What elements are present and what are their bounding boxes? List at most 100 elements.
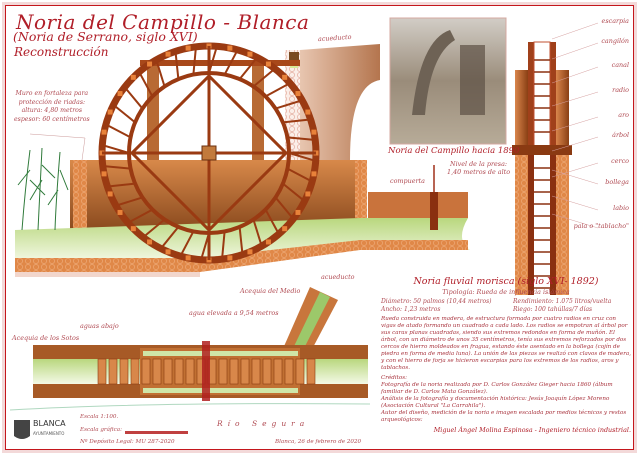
logo-sub: AYUNTAMIENTO (33, 431, 65, 436)
wheel-paddle (275, 98, 306, 110)
wheel-bucket (130, 74, 136, 80)
wheel-bucket (101, 171, 107, 177)
leader-line (551, 91, 599, 107)
plan-paddle (185, 358, 195, 385)
wheel-paddle (264, 209, 282, 238)
info-panel: Noria fluvial morisca (siglo XVI- 1892) … (381, 276, 631, 434)
page-subtitle: (Noria de Serrano, siglo XVI) (13, 29, 198, 44)
acequia-sotos-label: Acequia de los Sotos (12, 334, 80, 342)
wheel-paddle (99, 164, 131, 170)
wheel-bucket (311, 171, 317, 177)
dam-level-label: Nivel de la presa:1,40 metros de alto (447, 160, 511, 176)
wheel-paddle (274, 196, 297, 222)
cross-section (512, 22, 599, 295)
wheel-bucket (295, 91, 301, 97)
plan-paddle (273, 358, 283, 385)
photo-caption: Noria del Campillo hacia 1890 (388, 146, 520, 156)
downstream-label: aguas abajo (80, 322, 119, 330)
wheel-bucket (295, 209, 301, 215)
graphic-scale-label: Escala gráfica: (80, 427, 122, 433)
wheel-paddle (121, 84, 144, 110)
section-label: canal (611, 61, 629, 69)
wheel-bucket (107, 109, 113, 115)
wheel-bucket (185, 255, 191, 261)
plan-paddle (174, 358, 184, 385)
leader-line (551, 162, 599, 178)
channel-wall (368, 192, 468, 218)
info-yield: Rendimiento: 1.075 litros/vuelta (513, 298, 612, 305)
wheel-bucket (107, 191, 113, 197)
credits-photo: Fotografía de la noria realizada por D. … (381, 382, 613, 395)
water-raised-label: agua elevada a 9,54 metros (189, 309, 279, 317)
wheel-paddle (140, 218, 166, 241)
wheel-paddle (174, 48, 180, 80)
wheel-bucket (265, 61, 271, 67)
wheel-bucket (147, 239, 153, 245)
section-label: cerco (611, 157, 629, 165)
gate-label: compuerta (390, 177, 425, 185)
wheel-bucket (247, 51, 253, 57)
wheel-bucket (311, 129, 317, 135)
wheel-bucket (282, 226, 288, 232)
info-specs: Diámetro: 50 palmos (10,44 metros) Rendi… (381, 298, 631, 313)
leader-line (551, 66, 599, 84)
wheel-paddle (104, 182, 136, 188)
wheel-paddle (252, 65, 278, 88)
plan-paddle (218, 358, 228, 385)
wheel-paddle (282, 118, 314, 124)
leader-line (551, 22, 599, 40)
wheel-bucket (227, 45, 233, 51)
section-label: labio (613, 204, 629, 212)
credits-author: Autor del diseño, medición de la noria e… (381, 410, 627, 423)
logo-name: BLANCA (33, 419, 66, 428)
wheel-paddle (238, 226, 244, 258)
wheel-bucket (101, 129, 107, 135)
plan-aqueduct-label: acueducto (321, 273, 355, 281)
water (15, 218, 470, 262)
plan-paddle (97, 358, 107, 385)
signature: Miguel Ángel Molina Espinosa - Ingeniero… (433, 426, 631, 434)
wheel-paddle (282, 182, 308, 204)
wheel-bucket (165, 249, 171, 255)
leader-line (551, 136, 599, 152)
section-label: aro (618, 111, 629, 119)
leader-line (551, 116, 599, 132)
aqueduct (300, 44, 380, 160)
graphic-scale-bar (125, 431, 188, 434)
wheel-paddle (136, 68, 154, 97)
wheel-bucket (117, 209, 123, 215)
section-label: escarpia (601, 17, 629, 25)
river-label: Río Segura (217, 419, 310, 428)
page-title: Noria del Campillo - Blanca (16, 10, 310, 34)
info-width: Ancho: 1,23 metros (381, 305, 441, 313)
wheel-paddle (192, 43, 198, 75)
wheel-paddle (223, 46, 240, 76)
plan-paddle (306, 358, 316, 385)
section-label: bollega (605, 178, 629, 186)
leader-line (551, 169, 599, 185)
section-label: radio (612, 86, 629, 94)
plan-paddle (284, 358, 294, 385)
wheel-bucket (247, 249, 253, 255)
place-date: Blanca, 26 de febrero de 2020 (275, 439, 362, 445)
leader-line (551, 195, 599, 211)
info-diameter: Diámetro: 50 palmos (10,44 metros) (381, 298, 492, 305)
wheel-paddle (220, 231, 226, 263)
wheel-paddle (287, 136, 319, 142)
wheel-paddle (286, 167, 316, 184)
wheel-paddle (110, 102, 136, 124)
plan-paddle (141, 358, 151, 385)
plan-paddle (240, 358, 250, 385)
info-title: Noria fluvial morisca (siglo XVI- 1892) (413, 276, 599, 287)
plan-paddle (108, 358, 118, 385)
wheel-bucket (305, 109, 311, 115)
wheel-bucket (185, 45, 191, 51)
info-irrigation: Riego: 100 tahúllas/7 días (513, 305, 593, 313)
wheel-paddle (265, 80, 294, 98)
wheel-bucket (165, 51, 171, 57)
wheel-paddle (154, 56, 166, 87)
wheel-bucket (130, 226, 136, 232)
wheel-paddle (178, 230, 195, 260)
